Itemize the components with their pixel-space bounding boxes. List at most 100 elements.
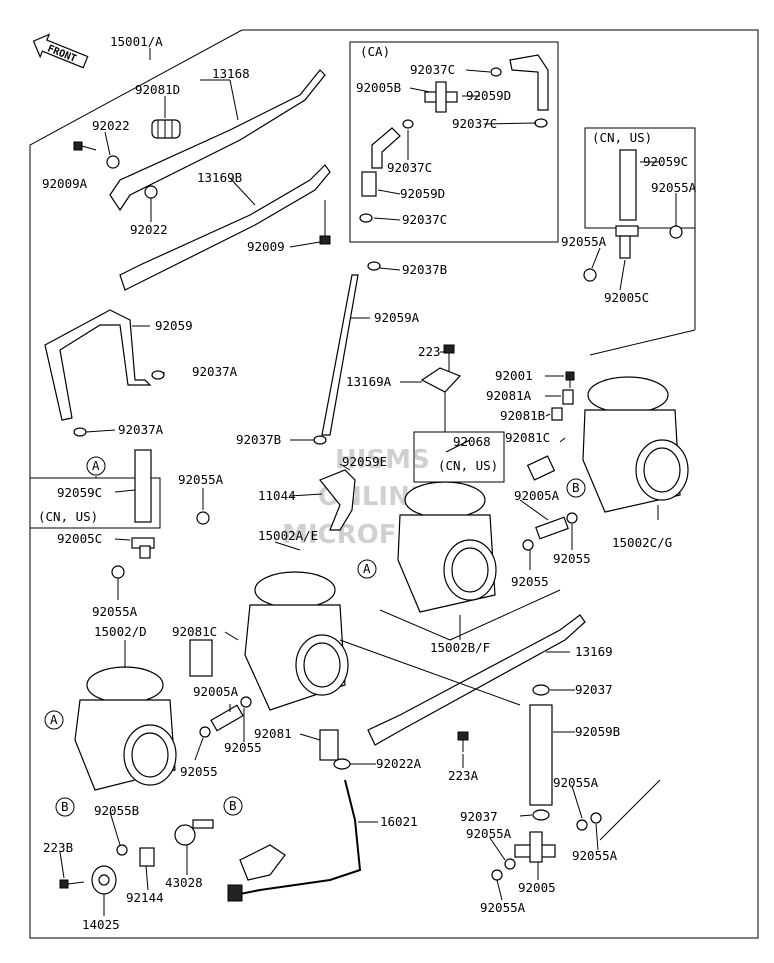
label-92081d: 92081D [135, 82, 180, 97]
oring-92055-b [566, 512, 578, 524]
label-13169a: 13169A [346, 374, 392, 389]
label-92009a: 92009A [42, 176, 88, 191]
label-15002c-g: 15002C/G [612, 535, 672, 550]
label-92022-1: 92022 [92, 118, 130, 133]
spring-92081 [319, 729, 339, 761]
oring-92055a-r2 [583, 268, 597, 282]
spring-92081d [151, 119, 181, 139]
label-92059e: 92059E [342, 454, 387, 469]
label-92059a: 92059A [374, 310, 420, 325]
oring-92055a-mid [196, 511, 210, 525]
label-92022-2: 92022 [130, 222, 168, 237]
label-92037a-1: 92037A [192, 364, 238, 379]
label-92037-2: 92037 [460, 809, 498, 824]
label-92005a-1: 92005A [514, 488, 560, 503]
label-92037b-2: 92037B [236, 432, 281, 447]
hose-92059c-right [619, 149, 637, 221]
cn-us-group-box-right [584, 127, 696, 229]
oring-92055b [116, 844, 128, 856]
label-92055-2: 92055 [511, 574, 549, 589]
label-92055a-2: 92055A [561, 234, 607, 249]
cn-us-group-label-left: (CN, US) [38, 509, 98, 524]
label-92037-1: 92037 [575, 682, 613, 697]
label-92055b: 92055B [94, 803, 139, 818]
label-92059c-1: 92059C [643, 154, 688, 169]
carburetor-15002b-f [397, 481, 497, 613]
cable-adjuster [227, 884, 243, 902]
label-92037a-2: 92037A [118, 422, 164, 437]
label-15002b-f: 15002B/F [430, 640, 490, 655]
label-92081c-1: 92081C [505, 430, 550, 445]
screw-223b [59, 879, 85, 889]
label-92001: 92001 [495, 368, 533, 383]
cn-us-group-box-left [29, 477, 161, 529]
cn-us-group-label-right: (CN, US) [592, 130, 652, 145]
label-92059c-2: 92059C [57, 485, 102, 500]
label-92005: 92005 [518, 880, 556, 895]
hose-92059b [529, 704, 553, 806]
spring-92081b [551, 407, 563, 421]
label-15001a: 15001/A [110, 34, 163, 49]
hose-92059d-left [371, 127, 401, 169]
callout-b-1: B [566, 478, 586, 498]
label-15002-d: 15002/D [94, 624, 147, 639]
label-92059: 92059 [155, 318, 193, 333]
label-92055-3: 92055 [224, 740, 262, 755]
clip-92037a-top [151, 370, 165, 380]
label-92009: 92009 [247, 239, 285, 254]
label-92055-4: 92055 [180, 764, 218, 779]
fitting-92005c-left [131, 537, 155, 559]
label-223b: 223B [43, 840, 73, 855]
screw-92001 [565, 371, 575, 388]
fitting-92005b [424, 81, 458, 113]
label-92059b: 92059B [575, 724, 620, 739]
cn-us-group-box-mid [413, 431, 505, 483]
joint-92005a-lower [210, 704, 244, 732]
label-92005c-2: 92005C [57, 531, 102, 546]
oring-92055a-b4 [504, 858, 516, 870]
oring-92055-d [240, 696, 252, 708]
hose-92059a [321, 274, 359, 436]
screw-92009 [319, 200, 331, 245]
label-92059d-2: 92059D [400, 186, 445, 201]
bracket-13168 [109, 69, 326, 212]
ca-group-box [349, 41, 559, 243]
ca-group-label: (CA) [360, 44, 390, 59]
label-13169b: 13169B [197, 170, 242, 185]
label-92081a: 92081A [486, 388, 532, 403]
label-92068: 92068 [453, 434, 491, 449]
hose-92059d-top [509, 54, 549, 111]
label-92037c-2: 92037C [452, 116, 497, 131]
oring-92055-a [522, 539, 534, 551]
label-14025: 14025 [82, 917, 120, 932]
spring-92081c-right [526, 455, 556, 481]
label-92005a-2: 92005A [193, 684, 239, 699]
clip-92037b-top [367, 261, 381, 271]
label-92059d-1: 92059D [466, 88, 511, 103]
joint-92005a-upper [535, 516, 569, 540]
label-92055a-8: 92055A [480, 900, 526, 915]
label-92055a-3: 92055A [178, 472, 224, 487]
hose-92059d-bottom [361, 171, 377, 197]
cap-43028 [174, 819, 214, 846]
label-92055a-5: 92055A [553, 775, 599, 790]
clip-92037-bottom [532, 809, 550, 821]
bracket-13169b [119, 164, 331, 291]
label-223a: 223A [448, 768, 479, 783]
label-13169: 13169 [575, 644, 613, 659]
svg-text:B: B [572, 480, 580, 495]
label-92005b: 92005B [356, 80, 401, 95]
callout-b-2: B [55, 797, 75, 817]
cn-us-group-label-mid: (CN, US) [438, 458, 498, 473]
carburetor-15002-d [74, 666, 177, 791]
label-92022a: 92022A [376, 756, 422, 771]
svg-text:A: A [50, 712, 58, 727]
washer-92022-b [144, 185, 158, 199]
callout-a-2: A [357, 559, 377, 579]
svg-text:A: A [363, 561, 371, 576]
callout-b-3: B [223, 796, 243, 816]
label-15002a-e: 15002A/E [258, 528, 318, 543]
hose-92059c-left [134, 449, 152, 523]
cable-bracket [239, 844, 286, 881]
